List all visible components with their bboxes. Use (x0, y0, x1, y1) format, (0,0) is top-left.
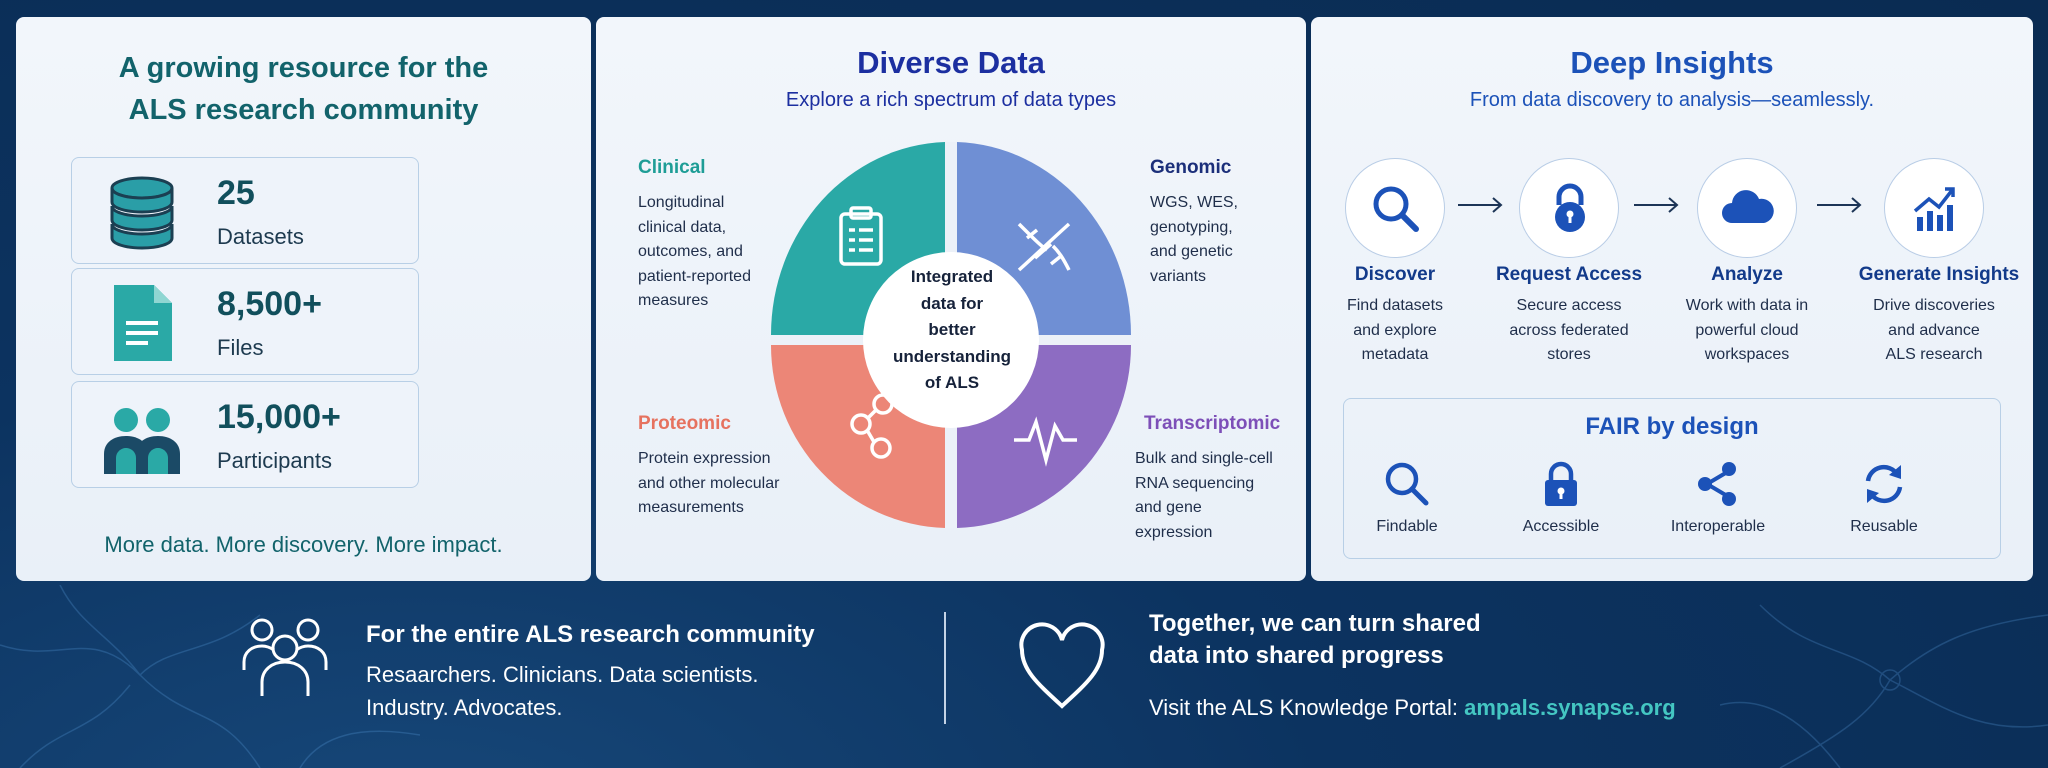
fair-title: FAIR by design (1585, 413, 1759, 440)
bottom-divider (944, 612, 946, 724)
cloud-icon (1722, 190, 1774, 223)
category-title-clinical: Clinical (638, 157, 706, 178)
step-desc-discover: Find datasets and explore metadata (1346, 297, 1444, 363)
arrow-right-icon (1458, 197, 1503, 213)
stat-label: Participants (217, 448, 332, 473)
lock-icon (1555, 183, 1585, 232)
heart-icon (1019, 622, 1105, 709)
step-generate-insights-circle (1884, 158, 1984, 258)
stat-value: 15,000+ (217, 398, 341, 436)
search-icon (1373, 186, 1419, 232)
panel-subtitle: From data discovery to analysis—seamless… (1469, 89, 1875, 111)
step-title-generate-insights: Generate Insights (1858, 264, 2020, 285)
molecule-icon (850, 393, 894, 459)
stat-value: 8,500+ (217, 285, 322, 323)
waveform-icon (1014, 416, 1077, 467)
panel-subtitle: Explore a rich spectrum of data types (785, 89, 1117, 111)
fair-label-accessible: Accessible (1522, 518, 1600, 535)
file-icon (114, 285, 172, 361)
category-desc-genomic: WGS, WES, genotyping, and genetic varian… (1150, 194, 1238, 285)
visit-portal-line: Visit the ALS Knowledge Portal: ampals.s… (1149, 695, 1676, 720)
together-heading: Together, we can turn shared data into s… (1149, 610, 1481, 669)
step-title-discover: Discover (1354, 264, 1436, 285)
step-title-analyze: Analyze (1711, 264, 1783, 285)
diverse-data-panel: Diverse Data Explore a rich spectrum of … (596, 17, 1306, 581)
step-desc-analyze: Work with data in powerful cloud workspa… (1685, 297, 1809, 363)
step-desc-generate-insights: Drive discoveries and advance ALS resear… (1873, 297, 1995, 363)
fair-label-findable: Findable (1376, 518, 1438, 535)
category-desc-transcriptomic: Bulk and single-cell RNA sequencing and … (1135, 450, 1273, 541)
community-people-icon (242, 618, 328, 696)
database-icon (110, 176, 174, 250)
panel-title: Diverse Data (857, 45, 1045, 80)
neuron-background-right (1720, 604, 2048, 768)
stat-files: 8,500+ Files (71, 268, 419, 375)
arrow-right-icon (1817, 197, 1862, 213)
chart-growth-icon (1913, 187, 1955, 231)
fair-label-reusable: Reusable (1850, 518, 1918, 535)
deep-insights-panel: Deep Insights From data discovery to ana… (1311, 17, 2033, 581)
arrow-right-icon (1634, 197, 1679, 213)
step-discover-circle (1345, 158, 1445, 258)
community-line-1: Resaarchers. Clinicians. Data scientists… (366, 662, 759, 687)
category-desc-proteomic: Protein expression and other molecular m… (638, 450, 780, 516)
category-title-proteomic: Proteomic (638, 413, 731, 434)
stat-label: Datasets (217, 224, 304, 249)
stat-participants: 15,000+ Participants (71, 381, 419, 488)
category-title-transcriptomic: Transcriptomic (1144, 413, 1281, 434)
clipboard-icon (839, 206, 883, 266)
panel-title: Deep Insights (1570, 45, 1774, 80)
donut-center-text: Integrated data for better understanding… (892, 267, 1012, 392)
people-icon (104, 408, 180, 474)
category-desc-clinical: Longitudinal clinical data, outcomes, an… (638, 194, 751, 309)
stat-value: 25 (217, 174, 255, 212)
portal-link[interactable]: ampals.synapse.org (1464, 695, 1676, 720)
community-line-2: Industry. Advocates. (366, 695, 563, 720)
step-desc-request-access: Secure access across federated stores (1509, 297, 1629, 363)
community-heading: For the entire ALS research community (366, 621, 815, 648)
refresh-icon (1865, 464, 1903, 504)
share-icon (1698, 462, 1736, 506)
tagline: More data. More discovery. More impact. (104, 532, 503, 557)
step-request-access-circle (1519, 158, 1619, 258)
dna-icon (1017, 222, 1071, 272)
fair-label-interoperable: Interoperable (1670, 518, 1766, 535)
stat-datasets: 25 Datasets (71, 157, 419, 264)
fair-principles-box: FAIR by design Findable Accessible Inter… (1343, 398, 2001, 559)
stat-label: Files (217, 335, 264, 360)
search-icon (1385, 462, 1429, 506)
data-types-donut (771, 142, 1131, 528)
step-analyze-circle (1697, 158, 1797, 258)
step-title-request-access: Request Access (1495, 264, 1643, 285)
resource-stats-panel: A growing resource for the ALS research … (16, 17, 591, 581)
neuron-background-left (0, 585, 420, 768)
category-title-genomic: Genomic (1150, 157, 1232, 178)
stats-heading: A growing resource for the ALS research … (118, 52, 489, 126)
lock-icon (1545, 461, 1577, 506)
